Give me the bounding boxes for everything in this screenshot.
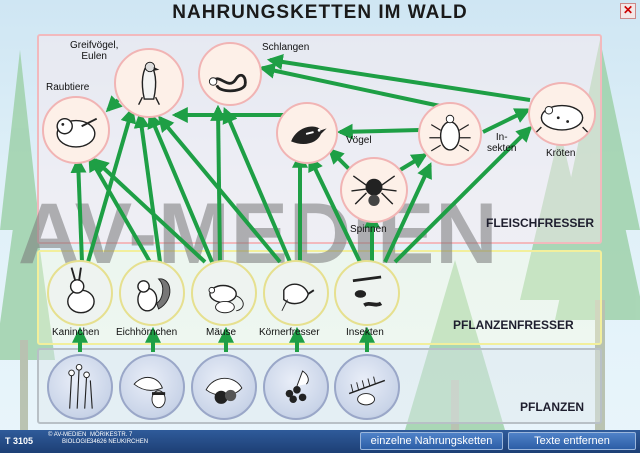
node-seed-eaters[interactable] (263, 260, 329, 326)
node-squirrels[interactable] (119, 260, 185, 326)
label-birds: Vögel (346, 135, 372, 146)
remove-texts-button[interactable]: Texte entfernen (508, 432, 636, 450)
herbivore-label: PFLANZENFRESSER (453, 318, 574, 332)
label-raptors-line1: Greifvögel, (70, 40, 119, 51)
publisher-info: © AV-MEDIEN BIOLOGIE (48, 432, 91, 446)
publisher-line1: © AV-MEDIEN (48, 432, 87, 438)
node-spiders[interactable] (340, 157, 408, 223)
node-mice[interactable] (191, 260, 257, 326)
label-toads: Kröten (546, 148, 576, 159)
node-plant-acorns[interactable] (119, 354, 185, 420)
node-plant-berries[interactable] (263, 354, 329, 420)
node-toads[interactable] (528, 82, 596, 146)
node-plant-herbs[interactable] (47, 354, 113, 420)
label-squirrels: Eichhörnchen (116, 327, 178, 338)
label-mice: Mäuse (206, 327, 237, 338)
carnivore-label: FLEISCHFRESSER (486, 216, 595, 230)
address-line1: MÖRIKESTR. 7 (90, 432, 133, 438)
page-title: NAHRUNGSKETTEN IM WALD (172, 2, 468, 23)
label-insects-carnivore: In- sekten (487, 132, 516, 154)
label-raptors: Greifvögel, Eulen (70, 40, 118, 62)
address-line2: 34626 NEUKIRCHEN (90, 439, 149, 445)
publisher-line2: BIOLOGIE (62, 439, 91, 445)
single-chains-button[interactable]: einzelne Nahrungsketten (360, 432, 503, 450)
node-snakes[interactable] (198, 42, 262, 106)
node-plant-cones[interactable] (334, 354, 400, 420)
node-plant-nuts[interactable] (191, 354, 257, 420)
node-birds[interactable] (276, 102, 338, 164)
node-insects-carnivore[interactable] (418, 102, 482, 166)
label-insects-herbivore: Insekten (346, 327, 384, 338)
node-predators[interactable] (42, 96, 110, 164)
label-rabbits: Kaninchen (52, 327, 100, 338)
node-insects-herbivore[interactable] (334, 260, 400, 326)
close-icon[interactable]: ✕ (620, 3, 636, 19)
label-seed-eaters: Körnerfresser (259, 327, 320, 338)
label-predators: Raubtiere (46, 82, 90, 93)
node-rabbits[interactable] (47, 260, 113, 326)
label-insects-line2: sekten (487, 143, 517, 154)
node-raptors[interactable] (114, 48, 184, 118)
label-raptors-line2: Eulen (81, 51, 107, 62)
label-spiders: Spinnen (350, 224, 387, 235)
label-insects-line1: In- (495, 132, 508, 143)
product-code: T 3105 (5, 436, 34, 446)
publisher-address: MÖRIKESTR. 7 34626 NEUKIRCHEN (90, 432, 148, 446)
plant-label: PFLANZEN (520, 400, 584, 414)
label-snakes: Schlangen (262, 42, 310, 53)
